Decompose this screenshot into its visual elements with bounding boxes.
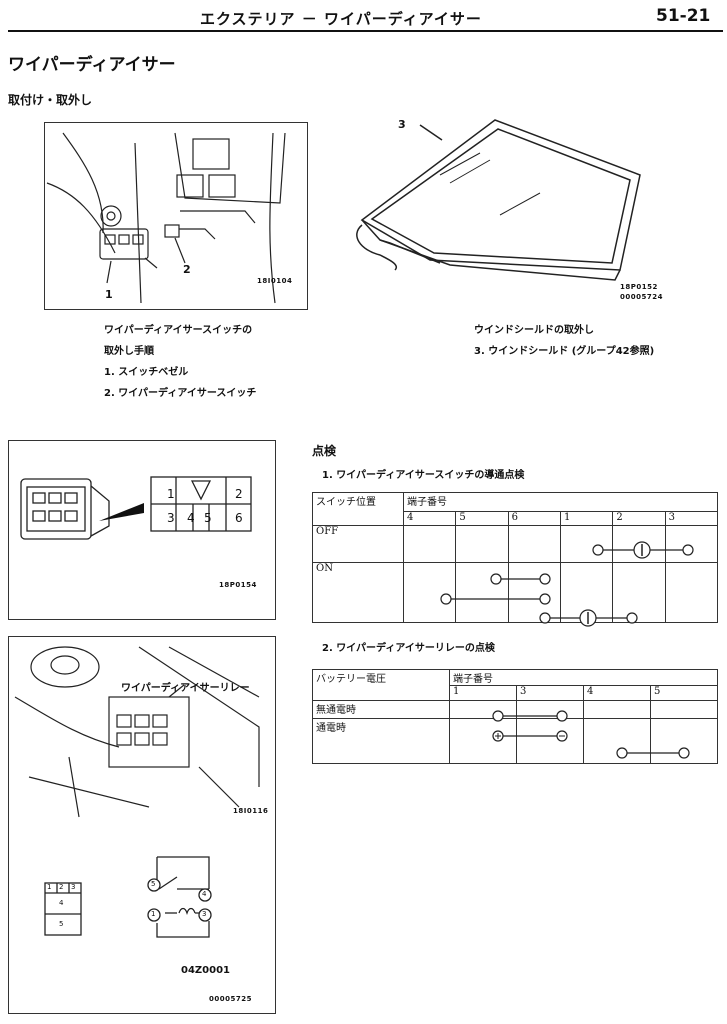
terminal-6: 6 [235, 511, 243, 525]
caption-heading: ワイパーディアイサースイッチの [104, 325, 253, 336]
caption-heading: ウインドシールドの取外し [474, 325, 594, 336]
switch-connector-figure: 1 2 3 4 5 6 18P0154 [8, 440, 276, 620]
row-label: 通電時 [312, 718, 450, 764]
circuit-pin: 4 [202, 890, 207, 898]
figure-code-b: 00005724 [620, 293, 663, 301]
figure-code-a: 18P0152 [620, 283, 658, 291]
caption-step: 3. ウインドシールド (グループ42参照) [474, 346, 655, 357]
terminal-1: 1 [167, 487, 175, 501]
windshield-figure: 3 18P0152 00005724 [340, 115, 670, 315]
figure-code: 18I0104 [257, 277, 293, 285]
windshield-caption: ウインドシールドの取外し 3. ウインドシールド (グループ42参照) [474, 320, 654, 362]
circuit-pin: 5 [151, 880, 156, 888]
terminal-5: 5 [204, 511, 212, 525]
switch-removal-figure: 1 2 18I0104 [44, 122, 308, 310]
relay-figure: ワイパーディアイサーリレー 18I0116 1 2 3 4 5 5 4 1 3 … [8, 636, 276, 1014]
circuit-pin: 3 [202, 910, 207, 918]
callout-1: 1 [105, 288, 113, 301]
caption-step: 2. ワイパーディアイサースイッチ [104, 388, 257, 399]
terminal-3: 3 [167, 511, 175, 525]
figure-code: 18P0154 [219, 581, 257, 589]
connector-illustration [20, 476, 252, 540]
terminal-header: 端子番号 [403, 492, 718, 512]
terminal-header: 端子番号 [449, 669, 718, 686]
caption-heading-2: 取外し手順 [104, 346, 154, 357]
inspection-title: 点検 [312, 444, 337, 458]
connector-pin-5: 5 [59, 920, 64, 928]
switch-continuity-table: スイッチ位置 端子番号 4 5 6 1 2 3 OFF ON [312, 492, 719, 623]
header-title: エクステリア － ワイパーディアイサー [200, 10, 482, 28]
relay-label: ワイパーディアイサーリレー [121, 683, 250, 694]
terminal-2: 2 [235, 487, 243, 501]
connector-pin-3: 3 [71, 883, 76, 891]
terminal-4: 4 [187, 511, 195, 525]
windshield-illustration [356, 119, 641, 281]
callout-2: 2 [183, 263, 191, 276]
callout-3: 3 [398, 118, 406, 131]
connector-pin-1: 1 [47, 883, 52, 891]
relay-check-heading: 2. ワイパーディアイサーリレーの点検 [322, 643, 495, 654]
row-label: OFF [312, 525, 404, 563]
dashboard-illustration [46, 132, 286, 304]
page-number: 51-21 [656, 6, 711, 26]
continuity-marks [440, 541, 694, 627]
header-divider [8, 30, 723, 32]
relay-check-table: バッテリー電圧 端子番号 1 3 4 5 無通電時 通電時 [312, 669, 718, 764]
subsection-title: 取付け・取外し [8, 93, 93, 107]
connector-pin-2: 2 [59, 883, 64, 891]
engine-bay-illustration [14, 646, 260, 938]
connector-pin-4: 4 [59, 899, 64, 907]
figure-code: 18I0116 [233, 807, 269, 815]
section-title: ワイパーディアイサー [8, 55, 176, 75]
switch-position-header: スイッチ位置 [312, 492, 404, 526]
switch-check-heading: 1. ワイパーディアイサースイッチの導通点検 [322, 470, 525, 481]
relay-marks [492, 710, 690, 759]
caption-step: 1. スイッチベゼル [104, 367, 189, 378]
switch-removal-caption: ワイパーディアイサースイッチの 取外し手順 1. スイッチベゼル 2. ワイパー… [104, 320, 256, 404]
circuit-pin: 1 [151, 910, 156, 918]
doc-number: 00005725 [209, 995, 252, 1003]
part-number: 04Z0001 [181, 965, 230, 976]
